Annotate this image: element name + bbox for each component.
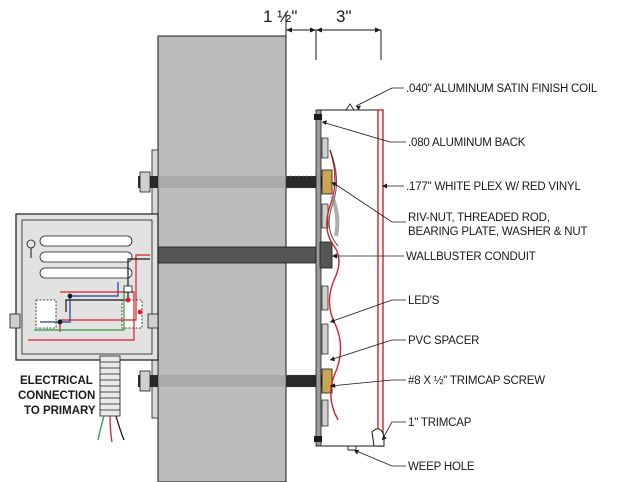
- callout-arrowheads: [322, 105, 387, 455]
- label-spacer: PVC SPACER: [408, 335, 479, 347]
- riv-nut-top: [321, 169, 333, 195]
- label-back: .080 ALUMINUM BACK: [408, 137, 526, 149]
- trimcap: [371, 428, 385, 447]
- label-electrical-line1: ELECTRICAL: [20, 375, 93, 387]
- label-electrical-line3: TO PRIMARY: [24, 405, 96, 417]
- label-rivnut-line2: BEARING PLATE, WASHER & NUT: [408, 226, 587, 238]
- dim-wall-gap: 1 ½": [263, 7, 297, 26]
- nut-top-left: [139, 171, 151, 193]
- label-rivnut-line1: RIV-NUT, THREADED ROD,: [408, 212, 550, 224]
- label-weep-hole: WEEP HOLE: [408, 461, 475, 473]
- callout-leaders: [321, 87, 406, 467]
- box-wiring: [28, 254, 150, 341]
- wallbuster-conduit: [157, 246, 331, 264]
- label-plex: .177" WHITE PLEX W/ RED VINYL: [406, 181, 581, 193]
- white-plex-face: [377, 109, 384, 447]
- label-coil: .040" ALUMINUM SATIN FINISH COIL: [406, 83, 598, 95]
- dim-sign-depth: 3": [336, 7, 352, 26]
- dimension-lines: [285, 12, 382, 60]
- label-trimcap: 1" TRIMCAP: [408, 417, 472, 429]
- label-conduit: WALLBUSTER CONDUIT: [406, 251, 536, 263]
- sign-cabinet: [314, 103, 385, 451]
- flex-conduit: [97, 355, 125, 443]
- label-screw: #8 X ½" TRIMCAP SCREW: [408, 375, 545, 387]
- label-leds: LED'S: [408, 295, 440, 307]
- aluminum-back: [315, 109, 322, 447]
- label-electrical-line2: CONNECTION: [18, 390, 95, 402]
- nut-bottom-left: [139, 370, 151, 392]
